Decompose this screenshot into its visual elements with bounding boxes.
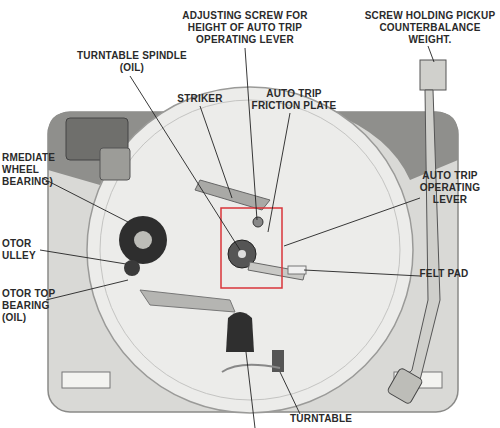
part-label: ADJUSTING SCREW FOR HEIGHT OF AUTO TRIP … bbox=[175, 10, 315, 46]
highlight-box bbox=[221, 208, 282, 288]
part-label: STRIKER bbox=[168, 93, 232, 105]
platter-plate bbox=[87, 87, 413, 413]
part-label: FELT PAD bbox=[414, 268, 474, 280]
part-label: SCREW HOLDING PICKUP COUNTERBALANCE WEIG… bbox=[362, 10, 498, 46]
part-label: OTOR ULLEY bbox=[2, 238, 42, 262]
pickup-head bbox=[387, 367, 424, 404]
part-label: TURNTABLE SPINDLE (OIL) bbox=[72, 50, 192, 74]
auto-trip-lever bbox=[248, 262, 305, 280]
part-label: AUTO TRIP FRICTION PLATE bbox=[246, 88, 342, 112]
speed-scale bbox=[62, 372, 110, 388]
part-label: OTOR TOP BEARING (OIL) bbox=[2, 288, 58, 324]
pickup-rest bbox=[100, 148, 130, 180]
adjusting-screw bbox=[253, 217, 263, 227]
striker-arm bbox=[195, 180, 270, 210]
control-knob bbox=[226, 312, 254, 352]
platter-ring bbox=[100, 100, 400, 400]
part-label: AUTO TRIP OPERATING LEVER bbox=[404, 170, 496, 206]
motor-pulley bbox=[124, 260, 140, 276]
felt-pad bbox=[288, 266, 306, 274]
tone-arm bbox=[395, 90, 440, 398]
stop-post bbox=[272, 350, 284, 372]
leader-lines bbox=[40, 46, 434, 428]
intermediate-wheel bbox=[134, 231, 152, 249]
turntable-spindle bbox=[238, 250, 246, 258]
intermediate-wheel bbox=[119, 216, 167, 264]
part-label: RMEDIATE WHEEL BEARING) bbox=[2, 152, 62, 188]
linkage-arm bbox=[140, 290, 235, 312]
guide-slot bbox=[222, 365, 280, 372]
counterbalance-weight bbox=[420, 60, 446, 90]
part-label: TURNTABLE bbox=[290, 413, 390, 425]
